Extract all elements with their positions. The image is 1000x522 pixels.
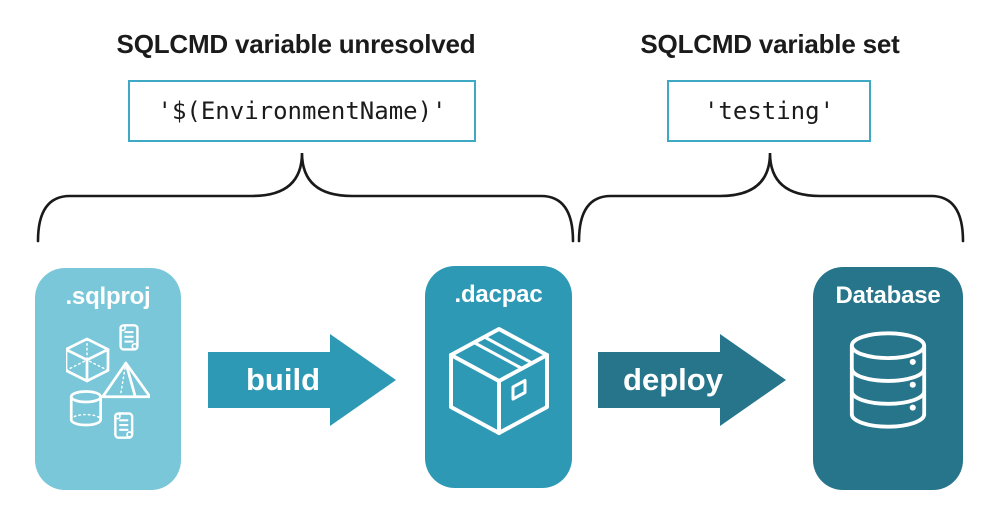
deploy-arrow (598, 334, 786, 426)
unresolved-variable-value-box: '$(EnvironmentName)' (128, 80, 476, 142)
database-icon (849, 331, 927, 429)
stage-sqlproj-label: .sqlproj (65, 283, 151, 310)
stage-database: Database (813, 267, 963, 490)
left-brace-icon (36, 152, 575, 243)
stage-database-label: Database (835, 282, 941, 309)
script-scroll-icon (114, 412, 134, 439)
left-title: SQLCMD variable unresolved (116, 29, 476, 59)
deploy-arrow-shape (598, 334, 786, 426)
pyramid-icon (101, 361, 150, 399)
set-variable-value-box: 'testing' (667, 80, 871, 142)
stage-dacpac-label: .dacpac (454, 281, 543, 308)
cylinder-icon (69, 390, 103, 427)
package-icon (448, 327, 549, 435)
set-variable-value: 'testing' (703, 97, 835, 125)
right-brace-icon (577, 152, 965, 243)
unresolved-variable-value: '$(EnvironmentName)' (157, 97, 447, 125)
build-arrow-label: build (245, 362, 321, 397)
build-arrow (208, 334, 396, 426)
script-scroll-icon (119, 324, 139, 351)
stage-dacpac: .dacpac (425, 266, 572, 488)
build-arrow-shape (208, 334, 396, 426)
right-title: SQLCMD variable set (640, 29, 900, 59)
deploy-arrow-label: deploy (623, 362, 723, 397)
cube-icon (66, 337, 110, 383)
stage-sqlproj: .sqlproj (35, 268, 181, 490)
sql-project-objects-icon (66, 324, 150, 439)
